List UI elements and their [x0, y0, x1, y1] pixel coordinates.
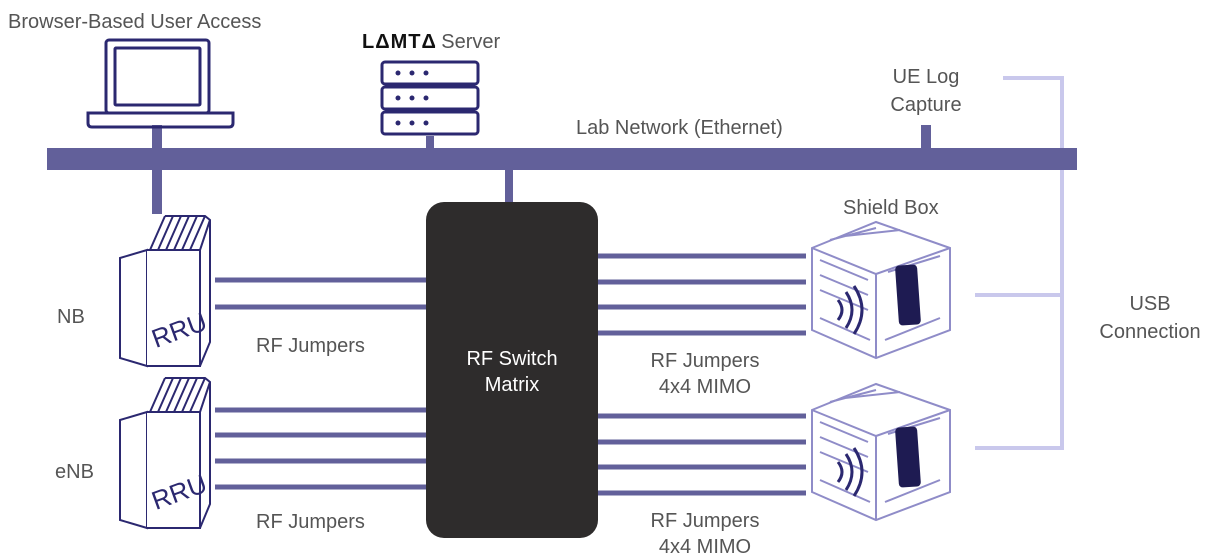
- shield-box-label: Shield Box: [843, 197, 939, 219]
- browser-access-label: Browser-Based User Access: [8, 11, 262, 33]
- usb-line1: USB: [1129, 293, 1171, 315]
- rf-switch-line1: RF Switch: [466, 348, 558, 370]
- ue-log-line2: Capture: [890, 94, 962, 116]
- rf-jumpers-mimo-bottom-lines: [596, 413, 806, 496]
- laptop-icon: [86, 38, 235, 129]
- rf-jumpers-enb-label: RF Jumpers: [256, 511, 365, 533]
- enb-rru-icon: [119, 377, 211, 530]
- shield-box-top-icon: [811, 220, 951, 360]
- lamta-logo: LΔMTΔ: [362, 31, 437, 53]
- rf-jumpers-mimo-top-line2: 4x4 MIMO: [658, 376, 752, 398]
- shield-box-bottom-icon: [811, 382, 951, 522]
- usb-connection-lines: [975, 76, 1064, 450]
- ue-log-capture-label: UE Log Capture: [874, 65, 978, 117]
- switch-network-drop: [505, 168, 513, 203]
- ue-log-line1: UE Log: [892, 66, 960, 88]
- usb-line2: Connection: [1099, 321, 1201, 343]
- nb-label: NB: [57, 306, 85, 328]
- rf-jumpers-mimo-top-line1: RF Jumpers: [650, 350, 760, 372]
- rf-switch-matrix-label: RF Switch Matrix: [426, 346, 598, 398]
- rf-jumpers-mimo-top-label: RF Jumpers 4x4 MIMO: [620, 348, 790, 400]
- enb-label: eNB: [55, 461, 94, 483]
- lab-network-label: Lab Network (Ethernet): [576, 117, 783, 139]
- rf-switch-matrix: [426, 202, 598, 538]
- rf-switch-line2: Matrix: [484, 374, 540, 396]
- rf-jumpers-mimo-bottom-line1: RF Jumpers: [650, 510, 760, 532]
- server-label-group: LΔMTΔ Server: [362, 30, 500, 54]
- laptop-network-drop: [152, 125, 162, 214]
- server-icon: [380, 60, 480, 136]
- nb-rru-icon: [119, 215, 211, 368]
- rf-jumpers-mimo-bottom-label: RF Jumpers 4x4 MIMO: [620, 508, 790, 560]
- ue-log-network-drop: [921, 125, 931, 150]
- rf-jumpers-enb-lines: [215, 407, 428, 490]
- rf-jumpers-mimo-bottom-line2: 4x4 MIMO: [658, 536, 752, 558]
- server-network-drop: [426, 136, 434, 150]
- lab-network-bus: [47, 148, 1077, 170]
- server-label: Server: [441, 31, 501, 53]
- rf-jumpers-nb-lines: [215, 277, 428, 310]
- rf-jumpers-nb-label: RF Jumpers: [256, 335, 365, 357]
- rf-jumpers-mimo-top-lines: [596, 253, 806, 336]
- usb-connection-label: USB Connection: [1082, 290, 1218, 346]
